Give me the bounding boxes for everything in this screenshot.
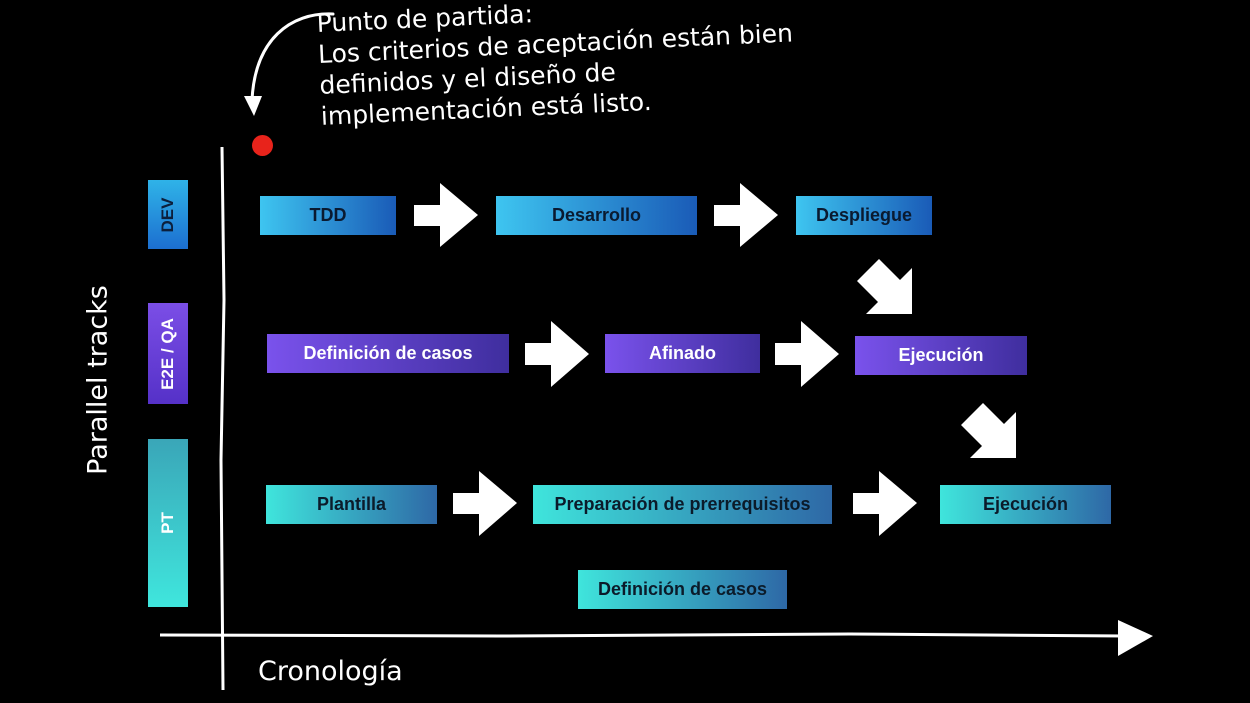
track-pt: PT: [148, 439, 188, 607]
step-plantilla: Plantilla: [266, 485, 437, 524]
starting-point-dot: [252, 135, 273, 156]
step-afinado: Afinado: [605, 334, 760, 373]
arrow-right-icon: [775, 321, 839, 387]
step-despliegue: Despliegue: [796, 196, 932, 235]
step-pt-definicion-casos: Definición de casos: [578, 570, 787, 609]
arrow-right-icon: [714, 183, 778, 247]
arrow-right-icon: [525, 321, 589, 387]
x-axis-line: [159, 632, 1126, 638]
pointer-arrow-icon: [250, 12, 335, 102]
arrow-down-right-icon: [961, 403, 1016, 458]
arrow-right-icon: [414, 183, 478, 247]
track-dev: DEV: [148, 180, 188, 249]
pointer-arrowhead-icon: [244, 96, 262, 116]
x-axis-arrowhead-icon: [1118, 620, 1153, 656]
step-desarrollo: Desarrollo: [496, 196, 697, 235]
step-tdd: TDD: [260, 196, 396, 235]
y-axis-line: [219, 146, 226, 691]
arrow-right-icon: [453, 471, 517, 536]
step-preparacion-prerrequisitos: Preparación de prerrequisitos: [533, 485, 832, 524]
arrow-right-icon: [853, 471, 917, 536]
x-axis-label: Cronología: [258, 656, 403, 687]
step-pt-ejecucion: Ejecución: [940, 485, 1111, 524]
step-qa-ejecucion: Ejecución: [855, 336, 1027, 375]
track-e2e-qa: E2E / QA: [148, 303, 188, 404]
arrow-down-right-icon: [857, 259, 912, 314]
step-qa-definicion-casos: Definición de casos: [267, 334, 509, 373]
